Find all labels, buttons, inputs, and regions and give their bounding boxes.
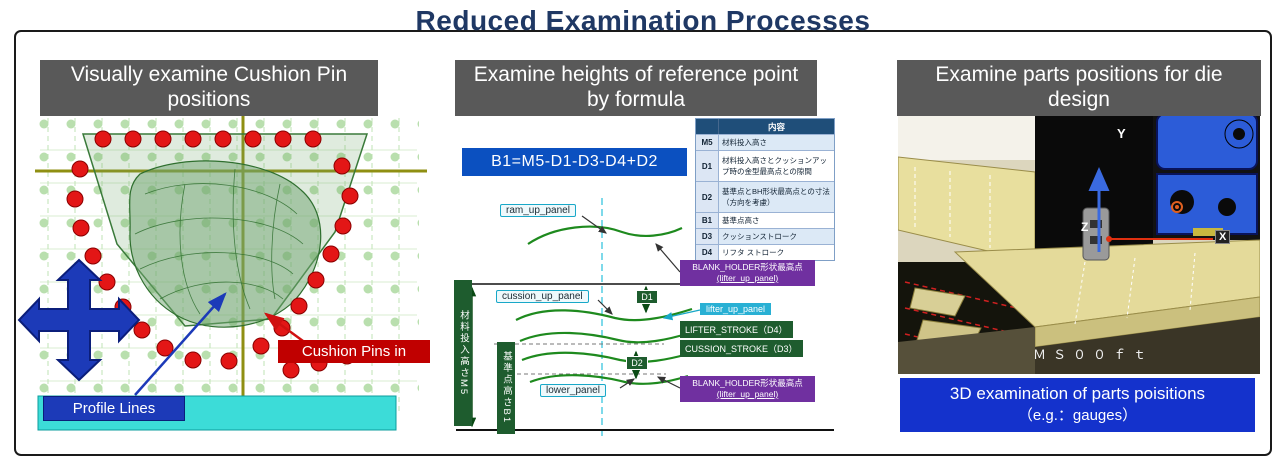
y-axis-label: Y: [1117, 126, 1126, 141]
cushion-pins-label: Cushion Pins in: [278, 340, 430, 363]
table-row: D4 リフタ ストローク: [696, 244, 834, 260]
middle-panel-body: B1=M5-D1-D3-D4+D2 内容 M5 材料投入高さ D1 材料投入高さ…: [450, 112, 840, 450]
origin-dot: [1106, 236, 1112, 242]
table-row: D1 材料投入高さとクッションアップ時の金型最高点との隙間: [696, 150, 834, 181]
slab-hatch-lines: [914, 167, 991, 248]
right-panel-body: Y Z X ＭＳ００ｆｔ 3D examination of parts poi…: [895, 112, 1265, 450]
page-title: Reduced Examination Processes: [415, 5, 871, 36]
table-header-label: 内容: [767, 121, 785, 132]
label-leader-arrows: [581, 215, 681, 389]
cushion-pin-dots: [66, 130, 359, 379]
panel-curves: [515, 225, 693, 385]
blank-holder-subtext: (lifter_up_panel): [716, 273, 779, 284]
reference-point-marker: [1171, 201, 1183, 213]
profile-lines-label: Profile Lines: [43, 396, 185, 421]
d2-label: D2: [626, 356, 648, 370]
caption-line-2: （e.g.：gauges）: [1017, 407, 1138, 424]
blank-holder-top-label-upper: BLANK_HOLDER形状最高点 (lifter_up_panel): [680, 260, 815, 287]
slide-border: [14, 30, 1272, 456]
blank-holder-subtext: (lifter_up_panel): [716, 389, 779, 400]
right-panel-caption: 3D examination of parts poisitions （e.g.…: [900, 378, 1255, 432]
cad-watermark: ＭＳ００ｆｔ: [1033, 348, 1154, 363]
cushion-pins-arrow: [263, 312, 304, 343]
reference-point-dot: [1175, 205, 1179, 209]
gauge-fixture: [1082, 207, 1110, 261]
cushion-pin-layout-graphic: [17, 114, 427, 431]
caption-line-1: 3D examination of parts poisitions: [949, 384, 1206, 403]
lower-panel-label: lower_panel: [540, 384, 606, 397]
blank-holder-text: BLANK_HOLDER形状最高点: [692, 378, 803, 388]
table-row: D2 基準点とBH形状最高点との寸法（方向を考慮）: [696, 181, 834, 212]
right-panel-header: Examine parts positions for die design: [897, 60, 1261, 116]
lifter-stroke-label: LIFTER_STROKE（D4）: [680, 321, 793, 338]
x-axis-label: X: [1215, 230, 1231, 244]
cussion-up-panel-label: cussion_up_panel: [496, 290, 589, 303]
table-row: D3 クッションストローク: [696, 228, 834, 244]
lifter-up-leader-arrow: [662, 309, 701, 321]
base-height-label: 基準点高さB1: [497, 342, 515, 434]
table-header-row: 内容: [696, 119, 834, 134]
left-panel-body: Profile Lines Cushion Pins in: [17, 114, 430, 446]
z-axis-label: Z: [1081, 220, 1089, 234]
blank-holder-text: BLANK_HOLDER形状最高点: [692, 262, 803, 272]
die-design-3d-view: [898, 112, 1260, 374]
table-row: M5 材料投入高さ: [696, 134, 834, 150]
middle-panel-header: Examine heights of reference point by fo…: [455, 60, 817, 116]
die-face-outline: [81, 133, 369, 328]
scene-sky: [898, 112, 1038, 160]
profile-lines-arrow: [134, 292, 227, 396]
symbol-table: 内容 M5 材料投入高さ D1 材料投入高さとクッションアップ時の金型最高点との…: [695, 118, 835, 261]
table-header-key: [696, 119, 719, 134]
d1-label: D1: [636, 290, 658, 304]
height-formula: B1=M5-D1-D3-D4+D2: [462, 148, 687, 176]
left-panel-header: Visually examine Cushion Pin positions: [40, 60, 378, 116]
height-formula-diagram: [456, 198, 834, 436]
lifter-up-panel-label: lifter_up_panel: [700, 303, 772, 315]
blue-gauge-parts: [1156, 113, 1258, 236]
move-cross-icon: [17, 258, 141, 382]
cussion-stroke-label: CUSSION_STROKE（D3）: [680, 340, 803, 357]
material-height-label: 材料投入高さM5: [454, 280, 472, 426]
ram-up-panel-label: ram_up_panel: [500, 204, 576, 217]
table-row: B1 基準点高さ: [696, 212, 834, 228]
main-die-slab: [898, 239, 1260, 374]
blank-holder-top-label-lower: BLANK_HOLDER形状最高点 (lifter_up_panel): [680, 376, 815, 403]
